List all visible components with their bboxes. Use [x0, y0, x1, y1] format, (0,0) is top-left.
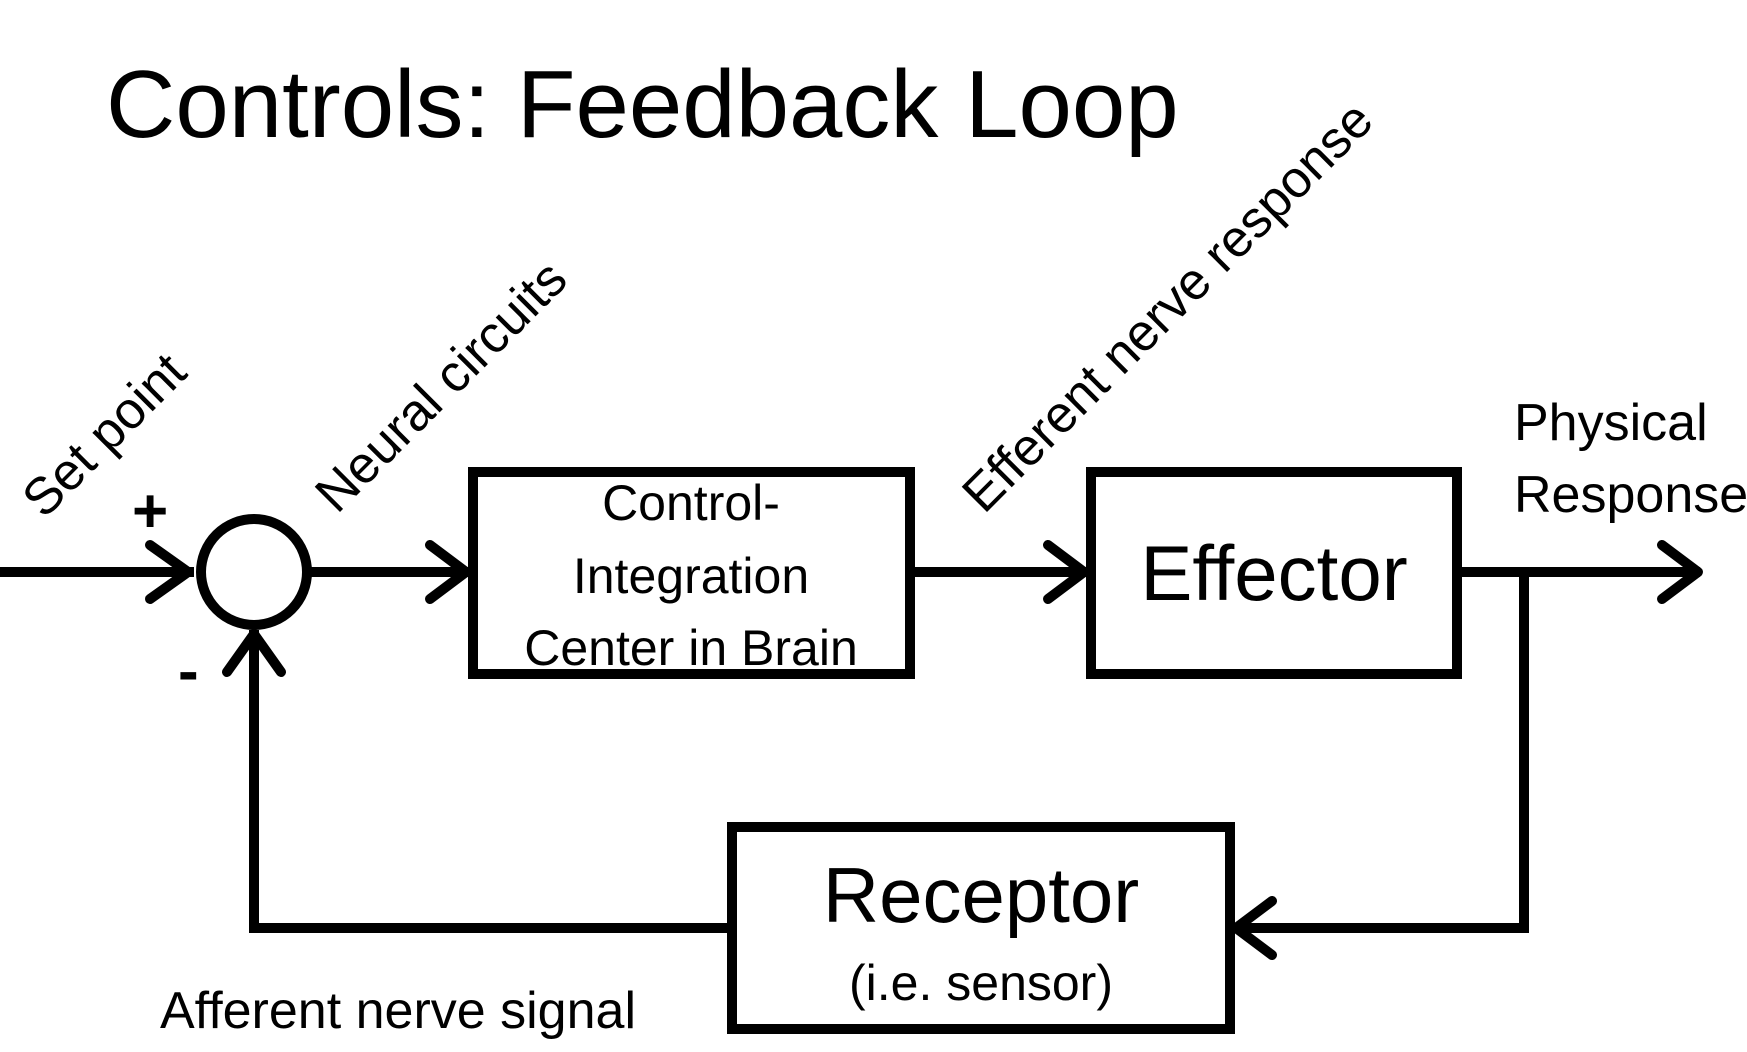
summing-junction: [196, 514, 312, 630]
plus-sign: +: [132, 477, 168, 546]
afferent-arrowhead: [222, 629, 286, 677]
receptor-sublabel: (i.e. sensor): [849, 955, 1113, 1011]
minus-sign: -: [178, 637, 199, 706]
neural-circuits-arrowhead: [425, 540, 471, 604]
control-block-line3: Center in Brain: [524, 620, 858, 676]
control-block-line2: Integration: [573, 548, 809, 604]
afferent-label: Afferent nerve signal: [160, 982, 636, 1040]
effector-label: Effector: [1140, 529, 1407, 617]
control-block-line1: Control-: [602, 475, 780, 531]
receptor-arrowhead: [1231, 896, 1277, 960]
set-point-arrowhead: [145, 540, 193, 604]
efferent-arrowhead: [1043, 540, 1089, 604]
afferent-feedback-line: [249, 630, 732, 933]
receptor-label: Receptor: [823, 851, 1140, 939]
page-title: Controls: Feedback Loop: [106, 51, 1179, 158]
control-integration-block: [468, 467, 915, 679]
physical-response-label-line2: Response: [1514, 466, 1747, 524]
physical-response-arrowhead: [1657, 540, 1703, 604]
feedback-return-line: [1232, 572, 1529, 933]
physical-response-label-line1: Physical: [1514, 394, 1708, 452]
set-point-label: Set point: [11, 342, 198, 529]
